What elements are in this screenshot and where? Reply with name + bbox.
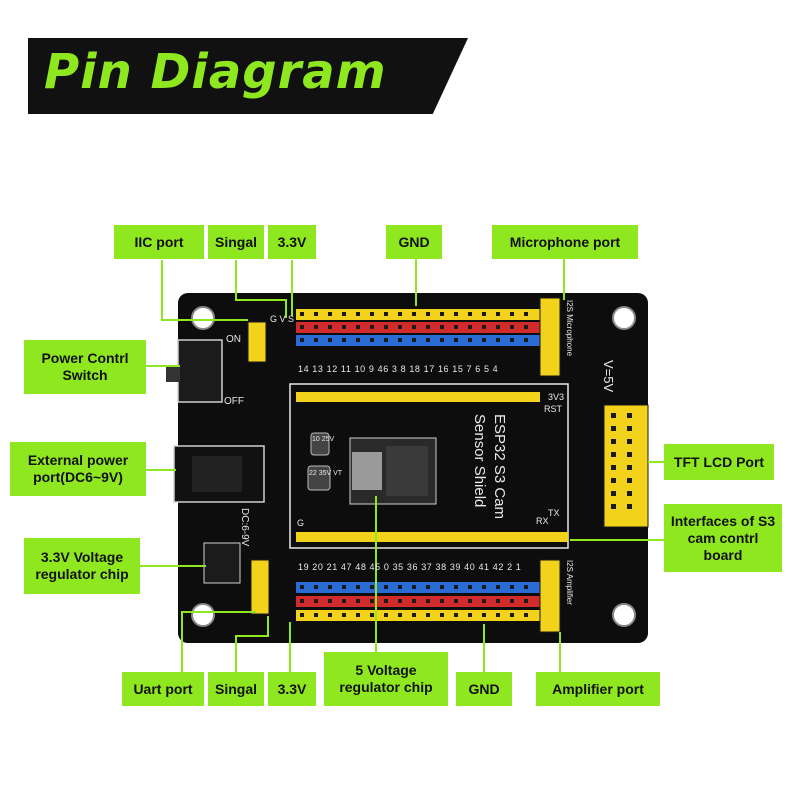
board-voltage-mark: V=5V (601, 360, 616, 393)
label-signal-top: Singal (208, 225, 264, 259)
board-v33-mark: 3V3 (548, 392, 565, 402)
bottom-header-row-red (296, 596, 540, 607)
label-amplifier-port: Amplifier port (536, 672, 660, 706)
board-bottom-pin-numbers: 19 20 21 47 48 45 0 35 36 37 38 39 40 41… (298, 562, 522, 572)
mount-hole-top-left (191, 306, 215, 330)
board-row-side-label: G V S (270, 314, 295, 324)
label-gnd-top: GND (386, 225, 442, 259)
board-amp-header-label: I2S Amplifier (565, 560, 574, 605)
label-33v-top: 3.3V (268, 225, 316, 259)
tft-lcd-header (603, 404, 649, 528)
line-signal-bottom (235, 616, 269, 674)
label-uart-port: Uart port (122, 672, 204, 706)
label-regulator-5v: 5 Voltage regulator chip (324, 652, 448, 706)
board-cap-2-value: 22 35V VT (309, 470, 343, 477)
power-switch-lever (166, 366, 180, 382)
mount-hole-bottom-right (612, 603, 636, 627)
label-gnd-bottom: GND (456, 672, 512, 706)
top-header-row-blue (296, 335, 540, 346)
label-regulator-33v: 3.3V Voltage regulator chip (24, 538, 140, 594)
regulator-33v-body (203, 542, 241, 584)
bottom-header-row-blue (296, 582, 540, 593)
board-on-mark: ON (226, 334, 241, 345)
label-tft-lcd-port: TFT LCD Port (664, 444, 774, 480)
top-header-row-yellow (296, 309, 540, 320)
label-iic-port: IIC port (114, 225, 204, 259)
uart-header (250, 559, 270, 615)
line-signal-top (235, 260, 287, 318)
board-shield-name-1: ESP32 S3 Cam (491, 414, 508, 520)
bottom-header-row-yellow (296, 610, 540, 621)
page-title: Pin Diagram (44, 44, 387, 100)
capacitor-1 (310, 432, 330, 456)
label-external-power-port: External power port(DC6~9V) (10, 442, 146, 496)
title-banner (28, 38, 468, 114)
board-dc-mark: DC:6-9V (239, 508, 250, 547)
board-rst-mark: RST (544, 404, 562, 414)
power-switch-body (177, 339, 223, 403)
mount-hole-top-right (612, 306, 636, 330)
cam-socket-top-row (296, 392, 540, 402)
line-iic (161, 260, 248, 321)
board-g-mark: G (297, 518, 305, 528)
microphone-header (539, 297, 561, 377)
line-uart (181, 611, 256, 674)
board-shield-name-2: Sensor Shield (471, 414, 488, 508)
capacitor-2 (307, 465, 331, 491)
label-signal-bottom: Singal (208, 672, 264, 706)
board-top-pin-numbers: 14 13 12 11 10 9 46 3 8 18 17 16 15 7 6 … (298, 364, 499, 374)
amplifier-header (539, 559, 561, 633)
top-header-row-red (296, 322, 540, 333)
board-tx-mark: TX (548, 508, 560, 518)
mount-hole-bottom-left (191, 603, 215, 627)
label-interfaces-s3-cam: Interfaces of S3 cam contrl board (664, 504, 782, 572)
board-rx-mark: RX (536, 516, 549, 526)
board-cap-1-value: 10 25V (312, 436, 335, 443)
board-off-mark: OFF (224, 396, 244, 407)
label-33v-bottom: 3.3V (268, 672, 316, 706)
cam-socket-bottom-row (296, 532, 568, 542)
label-microphone-port: Microphone port (492, 225, 638, 259)
iic-header (247, 321, 267, 363)
cam-board-outline (289, 383, 569, 549)
label-power-control-switch: Power Contrl Switch (24, 340, 146, 394)
board-mic-header-label: I2S Microphone (565, 300, 574, 357)
